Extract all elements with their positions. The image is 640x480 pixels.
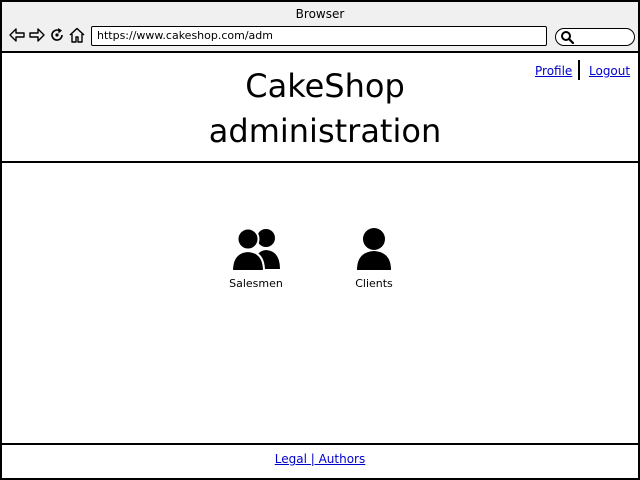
window-border-left xyxy=(0,0,2,480)
link-separator xyxy=(578,60,580,80)
browser-toolbar: Browser https://www.cakeshop.com/adm xyxy=(2,2,638,52)
toolbar-divider xyxy=(0,51,640,53)
window-title: Browser xyxy=(295,7,345,21)
profile-link[interactable]: Profile xyxy=(535,64,573,78)
users-group-icon xyxy=(230,227,280,272)
page-header: CakeShop administration Profile Logout xyxy=(0,52,640,162)
salesmen-label: Salesmen xyxy=(229,277,283,290)
footer-divider xyxy=(0,443,640,445)
home-icon[interactable] xyxy=(68,26,86,44)
legal-authors-link[interactable]: Legal | Authors xyxy=(274,452,366,466)
logout-link[interactable]: Logout xyxy=(589,64,631,78)
window-border-top xyxy=(0,0,640,2)
browser-search-input[interactable] xyxy=(555,28,635,46)
reload-icon[interactable] xyxy=(48,26,66,44)
clients-tile[interactable]: Clients xyxy=(334,225,414,290)
header-divider xyxy=(0,161,640,163)
window-border-right xyxy=(638,0,640,480)
salesmen-tile[interactable]: Salesmen xyxy=(216,225,296,290)
clients-label: Clients xyxy=(355,277,393,290)
window-border-bottom xyxy=(0,478,640,480)
back-arrow-icon[interactable] xyxy=(8,26,26,44)
page-footer: Legal | Authors xyxy=(0,445,640,478)
page-title: CakeShop administration xyxy=(208,67,442,150)
address-bar[interactable]: https://www.cakeshop.com/adm xyxy=(91,26,547,46)
user-icon xyxy=(357,228,391,270)
forward-arrow-icon[interactable] xyxy=(28,26,46,44)
search-icon xyxy=(561,31,574,44)
